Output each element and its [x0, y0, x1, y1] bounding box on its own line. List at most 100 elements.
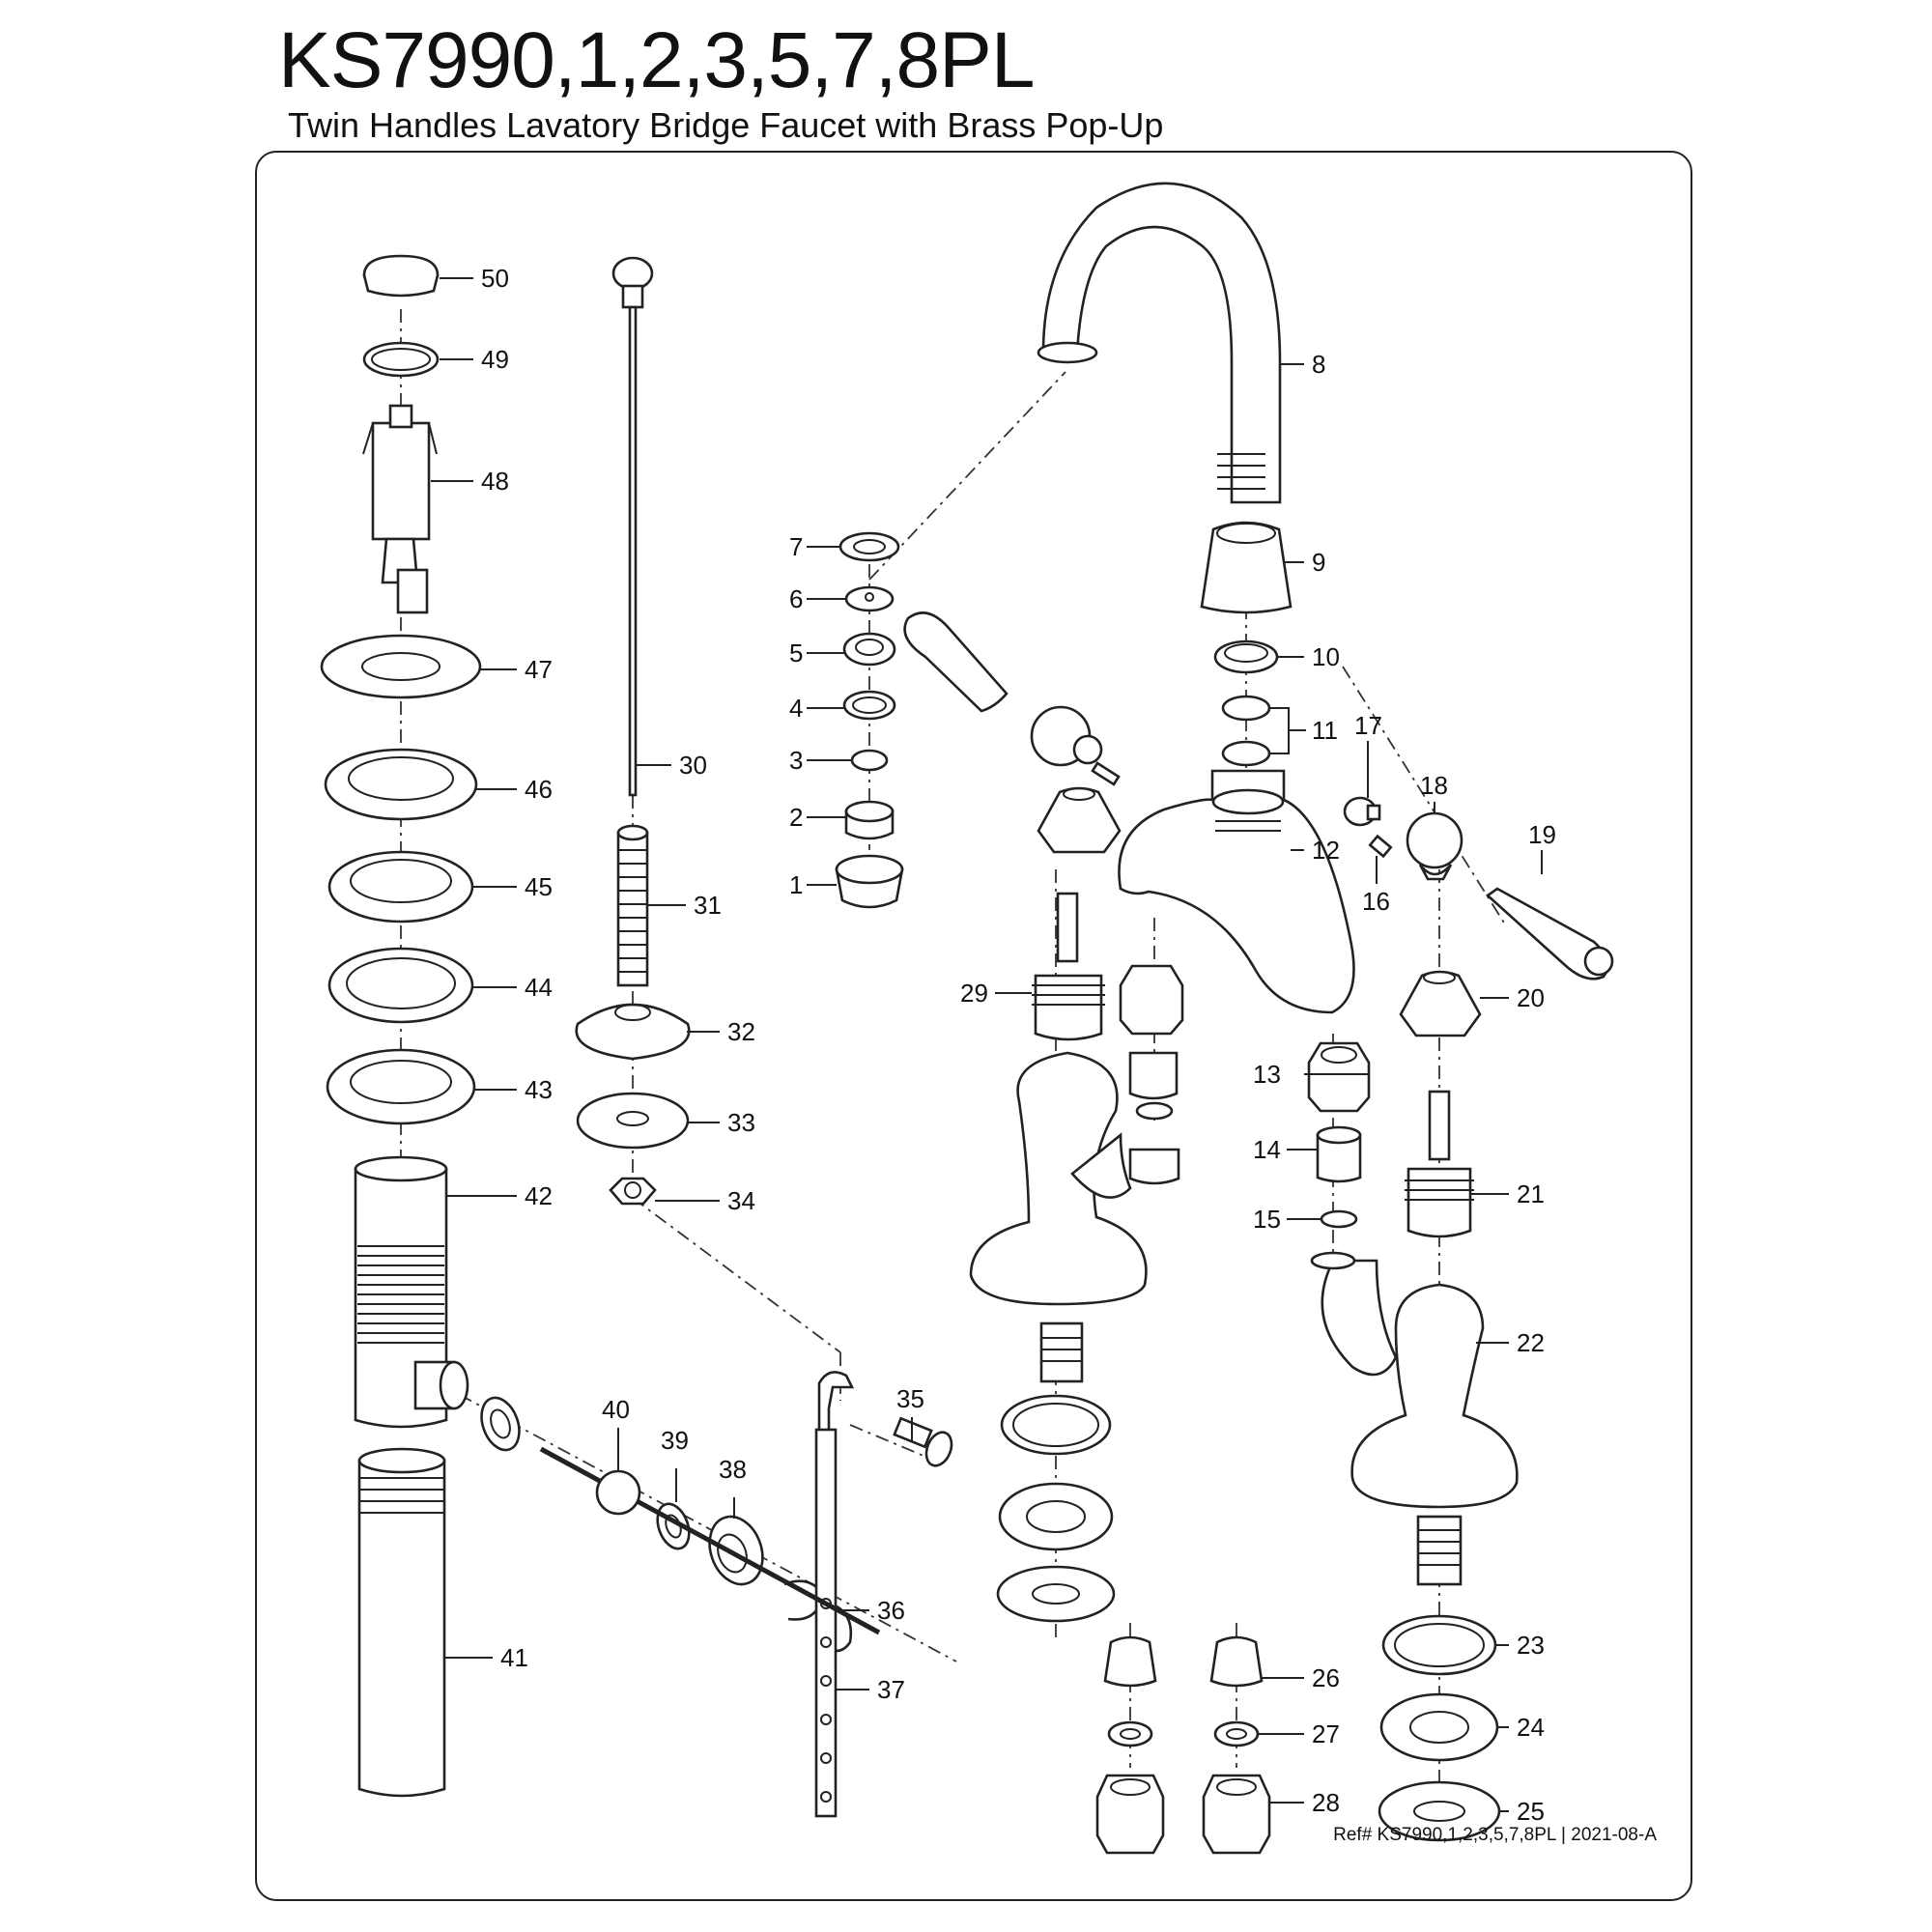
- callout-34: 34: [727, 1186, 755, 1215]
- callout-1: 1: [789, 870, 803, 899]
- part-49-o-ring: [362, 341, 440, 378]
- callout-31: 31: [694, 891, 722, 920]
- callout-43: 43: [525, 1075, 553, 1104]
- left-valve-body: [969, 1051, 1148, 1383]
- callout-7: 7: [789, 532, 803, 561]
- part-5-aerator-insert: [842, 632, 896, 667]
- callout-49: 49: [481, 345, 509, 374]
- part-29-valve-cartridge: [1032, 892, 1105, 1041]
- callout-48: 48: [481, 467, 509, 496]
- part-45-washer: [327, 850, 474, 923]
- part-17-index-button: [1343, 796, 1381, 827]
- callout-4: 4: [789, 694, 803, 723]
- callout-21: 21: [1517, 1179, 1545, 1208]
- part-42-drain-body: [354, 1155, 469, 1429]
- callout-50: 50: [481, 264, 509, 293]
- part-12-bridge: [1118, 769, 1355, 1014]
- part-21-valve-cartridge: [1405, 1090, 1474, 1238]
- left-mounting-gasket: [1000, 1394, 1112, 1456]
- part-3-screen: [850, 749, 889, 772]
- callout-19: 19: [1528, 820, 1556, 849]
- part-39-pivot-washer: [656, 1502, 691, 1550]
- part-32-escutcheon: [575, 1003, 691, 1061]
- callout-42: 42: [525, 1181, 553, 1210]
- part-40-pivot-rod: [539, 1446, 881, 1635]
- part-20-cap-hex: [1399, 970, 1482, 1037]
- part-6-flow-disc: [844, 585, 895, 612]
- callout-28: 28: [1312, 1788, 1340, 1817]
- callout-11: 11: [1312, 716, 1338, 745]
- callout-16: 16: [1362, 887, 1390, 916]
- part-30-lift-rod: [611, 256, 654, 797]
- callout-13: 13: [1253, 1060, 1281, 1089]
- part-27-washers: [1107, 1720, 1260, 1747]
- callout-35: 35: [896, 1384, 924, 1413]
- part-9-spout-collar: [1200, 521, 1293, 614]
- part-48-stopper-stem: [362, 404, 438, 614]
- callout-8: 8: [1312, 350, 1325, 379]
- part-28-coupling-nuts: [1095, 1774, 1271, 1855]
- callout-5: 5: [789, 639, 803, 668]
- part-44-gasket: [327, 947, 474, 1024]
- callout-37: 37: [877, 1675, 905, 1704]
- part-11-o-rings: [1221, 695, 1271, 767]
- callout-38: 38: [719, 1455, 747, 1484]
- callout-36: 36: [877, 1596, 905, 1625]
- page-subtitle: Twin Handles Lavatory Bridge Faucet with…: [288, 105, 1164, 145]
- callout-39: 39: [661, 1426, 689, 1455]
- part-1-aerator-housing: [835, 854, 904, 909]
- callout-labels: 50 49 48 47 46 45 44 43 42 41 40 39 38 3…: [481, 264, 1556, 1826]
- callout-41: 41: [500, 1643, 528, 1672]
- callout-3: 3: [789, 746, 803, 775]
- callout-20: 20: [1517, 983, 1545, 1012]
- part-23-gasket: [1381, 1614, 1497, 1676]
- part-24-lock-washer: [1379, 1692, 1499, 1762]
- part-2-aerator-cage: [844, 800, 895, 840]
- part-50-stopper-cap: [362, 254, 440, 298]
- left-mounting-lockwasher: [998, 1482, 1114, 1551]
- part-8-gooseneck-spout: [1037, 182, 1282, 504]
- callout-33: 33: [727, 1108, 755, 1137]
- callout-40: 40: [602, 1395, 630, 1424]
- part-10-spout-nut: [1213, 639, 1279, 674]
- callout-17: 17: [1354, 711, 1382, 740]
- callout-2: 2: [789, 803, 803, 832]
- part-4-ring: [842, 690, 896, 721]
- callout-26: 26: [1312, 1663, 1340, 1692]
- left-mounting-nut: [996, 1565, 1116, 1623]
- part-19-handle-lever: [1485, 887, 1614, 980]
- callout-14: 14: [1253, 1135, 1281, 1164]
- part-13-hex-nut: [1307, 1041, 1371, 1113]
- callout-18: 18: [1420, 771, 1448, 800]
- part-43-flange-nut: [326, 1048, 476, 1125]
- callout-25: 25: [1517, 1797, 1545, 1826]
- callout-12: 12: [1312, 836, 1340, 865]
- callout-30: 30: [679, 751, 707, 780]
- left-hose-nut-and-union: [1119, 964, 1184, 1185]
- callout-15: 15: [1253, 1205, 1281, 1234]
- part-41-tailpiece: [357, 1447, 446, 1798]
- callout-6: 6: [789, 584, 803, 613]
- part-14-nipple: [1316, 1125, 1362, 1183]
- part-18-handle-hub: [1406, 811, 1463, 881]
- callout-46: 46: [525, 775, 553, 804]
- callout-22: 22: [1517, 1328, 1545, 1357]
- part-46-gasket: [324, 748, 478, 821]
- part-15-o-ring: [1320, 1209, 1358, 1229]
- handle-left-lever: [903, 611, 1121, 786]
- callout-10: 10: [1312, 642, 1340, 671]
- part-22-valve-body: [1310, 1251, 1519, 1586]
- callout-45: 45: [525, 872, 553, 901]
- pivot-gasket: [480, 1396, 521, 1452]
- part-37-clevis-strap: [814, 1371, 855, 1818]
- callout-24: 24: [1517, 1713, 1545, 1742]
- callout-27: 27: [1312, 1719, 1340, 1748]
- part-35-thumb-screw: [893, 1416, 953, 1467]
- diagram-frame: [255, 151, 1692, 1901]
- part-16-set-screw: [1368, 834, 1393, 859]
- callout-47: 47: [525, 655, 553, 684]
- callout-32: 32: [727, 1017, 755, 1046]
- callout-9: 9: [1312, 548, 1325, 577]
- reference-number: Ref# KS7990,1,2,3,5,7,8PL | 2021-08-A: [1333, 1825, 1657, 1845]
